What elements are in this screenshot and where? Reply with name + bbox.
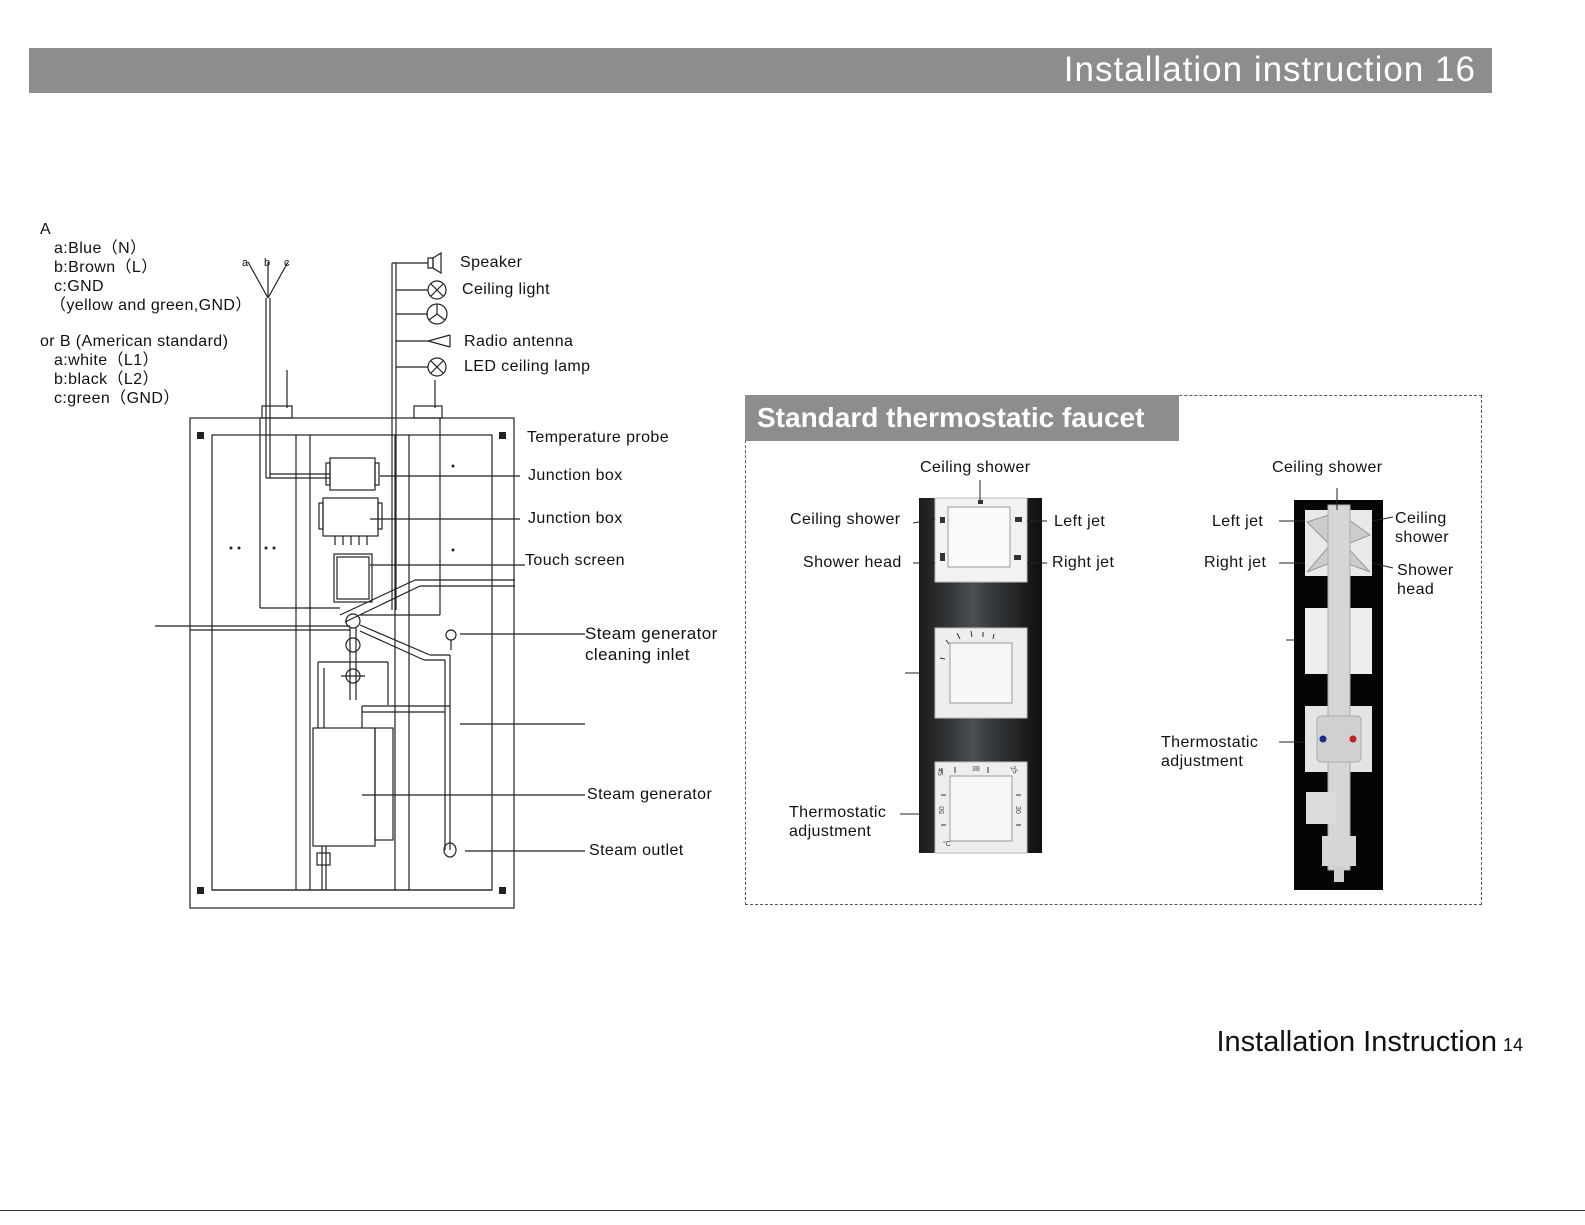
device-cable — [360, 262, 443, 616]
left-faucet-top-label: Ceiling shower — [920, 459, 1031, 476]
label-speaker: Speaker — [460, 254, 523, 271]
right-faucet-shower-1: Shower — [1397, 562, 1454, 579]
steam-pipes — [317, 579, 515, 850]
left-faucet-markers — [940, 500, 1022, 561]
wiring-a-1: a:Blue（N） — [54, 240, 147, 257]
label-junction-box-2: Junction box — [528, 510, 623, 527]
bottom-rule — [0, 1210, 1585, 1211]
footer-page-number: 14 — [1502, 1035, 1523, 1055]
label-led-ceiling-lamp: LED ceiling lamp — [464, 358, 591, 375]
right-faucet-left-jet: Left jet — [1212, 513, 1264, 530]
wiring-b-3: c:green（GND） — [54, 390, 180, 407]
touch-screen — [333, 553, 373, 603]
footer-title-text: Installation Instruction — [1216, 1026, 1497, 1058]
ceiling-light-icon — [427, 280, 447, 300]
label-temperature-probe: Temperature probe — [527, 429, 669, 446]
left-faucet-right-jet: Right jet — [1052, 554, 1115, 571]
dial-mark-25: 25 — [1009, 765, 1019, 775]
wire-letter-c: c — [284, 257, 290, 269]
dial-mark-30: 30 — [1014, 806, 1021, 814]
steam-generator-box — [312, 727, 394, 890]
right-faucet — [1279, 488, 1394, 890]
dial-mark-50: 50 — [939, 806, 946, 814]
junction-box-1 — [325, 457, 380, 491]
left-faucet-shower-head: Shower head — [803, 554, 902, 571]
wiring-heading: A — [40, 221, 52, 238]
wiring-a-4: （yellow and green,GND） — [50, 297, 252, 314]
right-faucet-thermostatic-2: adjustment — [1161, 753, 1244, 770]
wiring-b-1: a:white（L1） — [54, 352, 159, 369]
left-faucet-left-jet: Left jet — [1054, 513, 1106, 530]
leader-lines-steam — [362, 475, 585, 852]
power-cable — [247, 261, 340, 609]
dial-mark-38: 38 — [972, 766, 980, 773]
right-faucet-ceiling-2: shower — [1395, 529, 1449, 546]
left-faucet: 45 38 25 50 30 °C — [900, 480, 1047, 854]
wiring-a-2: b:Brown（L） — [54, 259, 158, 276]
wiring-b-2: b:black（L2） — [54, 371, 159, 388]
dial-mark-45: 45 — [936, 768, 943, 776]
right-faucet-thermostatic-1: Thermostatic — [1161, 734, 1259, 751]
label-radio-antenna: Radio antenna — [464, 333, 574, 350]
right-faucet-leaders — [1279, 488, 1394, 743]
led-ceiling-lamp-icon — [427, 357, 447, 377]
steam-room-frame — [155, 417, 515, 909]
dial-mark-deg: °C — [943, 840, 951, 848]
label-touch-screen: Touch screen — [525, 552, 625, 569]
label-steam-cleaning-inlet-2: cleaning inlet — [585, 645, 690, 664]
left-faucet-thermostatic-2: adjustment — [789, 823, 872, 840]
label-junction-box-1: Junction box — [528, 467, 623, 484]
frame-corner-bolts — [197, 432, 506, 894]
right-faucet-shower-2: head — [1397, 581, 1435, 598]
faucet-panel-title: Standard thermostatic faucet — [745, 395, 1179, 441]
label-steam-outlet: Steam outlet — [589, 842, 684, 859]
wire-letter-a: a — [242, 257, 249, 269]
wire-letter-b: b — [264, 257, 271, 269]
right-faucet-top-label: Ceiling shower — [1272, 459, 1383, 476]
steam-outlet-nozzle — [443, 842, 457, 858]
header-bar: Installation instruction 16 — [29, 48, 1492, 93]
wiring-a-3: c:GND — [54, 278, 104, 295]
speaker-icon — [427, 251, 442, 275]
frame-dots — [229, 464, 455, 552]
junction-box-2 — [318, 497, 383, 545]
fan-icon — [426, 303, 448, 325]
page-title: Installation instruction 16 — [1063, 50, 1476, 89]
left-faucet-leaders — [900, 480, 1047, 815]
left-faucet-thermostatic-1: Thermostatic — [789, 804, 887, 821]
right-faucet-ceiling-1: Ceiling — [1395, 510, 1447, 527]
left-faucet-ceiling-shower: Ceiling shower — [790, 511, 901, 528]
label-ceiling-light: Ceiling light — [462, 281, 550, 298]
label-steam-generator: Steam generator — [587, 786, 713, 803]
wiring-b-title: or B (American standard) — [40, 333, 229, 350]
right-faucet-right-jet: Right jet — [1204, 554, 1267, 571]
radio-antenna-icon — [425, 334, 451, 348]
label-steam-cleaning-inlet-1: Steam generator — [585, 624, 718, 643]
